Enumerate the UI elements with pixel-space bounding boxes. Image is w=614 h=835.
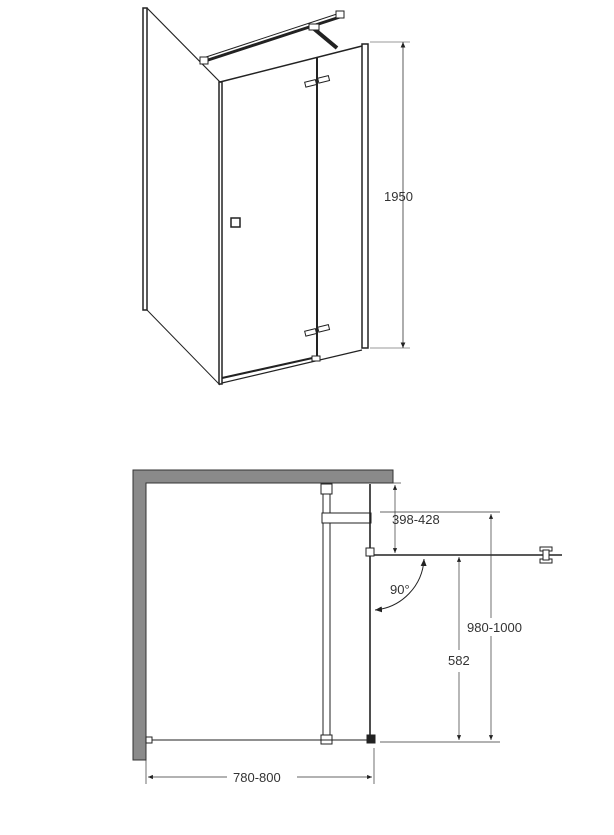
depth-label: 980-1000: [467, 620, 522, 635]
side-panel-top-edge: [146, 7, 221, 83]
front-top-edge: [219, 45, 363, 83]
front-bottom-edge: [221, 349, 363, 384]
fixed-panel-profile: [361, 43, 369, 349]
bottom-hinge: [304, 324, 331, 337]
door-handle: [230, 217, 241, 228]
wall: [132, 469, 394, 761]
opening-angle-arc: [374, 558, 427, 613]
plan-view: [132, 469, 562, 784]
angle-label: 90°: [390, 582, 410, 597]
offset-label: 398-428: [392, 512, 440, 527]
wall-bracket: [321, 512, 372, 524]
top-hinge: [304, 75, 331, 88]
height-label: 1950: [384, 189, 413, 204]
door-handle-plan: [539, 546, 553, 564]
width-label: 780-800: [233, 770, 281, 785]
door-width-label: 582: [448, 653, 470, 668]
bar-end: [335, 10, 345, 19]
stabilizer-bar: [201, 14, 344, 64]
isometric-view: [142, 7, 410, 386]
side-panel-bottom-edge: [146, 309, 221, 386]
door-left-profile: [218, 81, 223, 385]
bar-clamp: [199, 56, 209, 65]
side-panel-profile: [142, 7, 148, 311]
